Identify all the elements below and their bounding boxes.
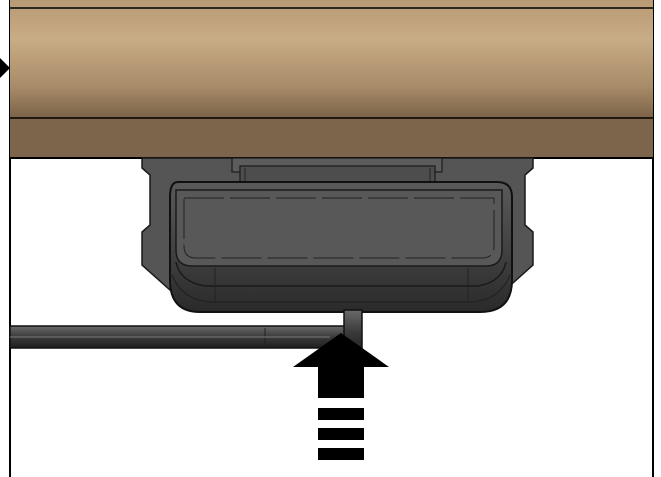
dashed-tail-icon [318, 408, 364, 460]
triangle-right-icon [0, 58, 10, 78]
arrow-up-icon [293, 333, 389, 398]
wooden-beam [10, 0, 653, 159]
sensor-module [169, 181, 513, 313]
horizontal-rod [9, 325, 361, 349]
